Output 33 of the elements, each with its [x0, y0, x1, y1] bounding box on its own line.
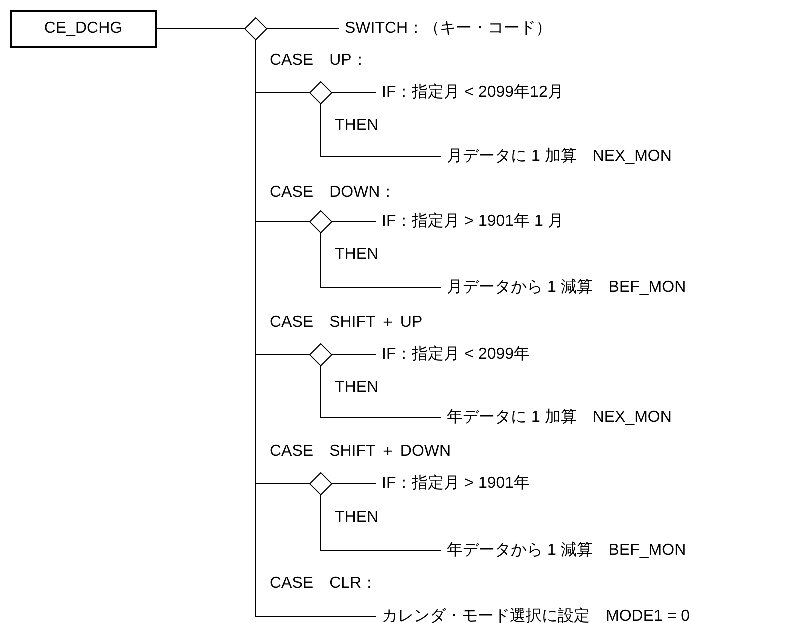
- connector-line: [156, 28, 246, 30]
- connector-line: [320, 366, 442, 418]
- case-label: CASE CLR：: [270, 574, 378, 594]
- module-box: CE_DCHG: [10, 10, 157, 48]
- case-label: CASE SHIFT ＋ UP: [270, 313, 423, 333]
- process-text: IF：指定月 < 2099年: [382, 345, 530, 365]
- process-text: 年データから 1 減算 BEF_MON: [447, 541, 686, 561]
- case-label: CASE UP：: [270, 51, 368, 71]
- decision-diamond: [309, 81, 333, 105]
- connector-line: [320, 232, 442, 288]
- process-text: IF：指定月 < 2099年12月: [382, 83, 564, 103]
- case-label: THEN: [335, 378, 379, 398]
- case-label: THEN: [335, 245, 379, 265]
- process-text: IF：指定月 > 1901年: [382, 474, 530, 494]
- case-label: THEN: [335, 508, 379, 528]
- decision-diamond: [244, 17, 268, 41]
- connector-line: [332, 92, 376, 94]
- process-text: 月データから 1 減算 BEF_MON: [447, 278, 686, 298]
- case-label: CASE DOWN：: [270, 183, 396, 203]
- process-text: 月データに 1 加算 NEX_MON: [447, 147, 672, 167]
- process-text: 年データに 1 加算 NEX_MON: [447, 408, 672, 428]
- decision-diamond: [309, 210, 333, 234]
- connector-line: [320, 494, 442, 552]
- process-text: SWITCH：（キー・コード）: [345, 19, 552, 39]
- decision-diamond: [309, 343, 333, 367]
- process-text: IF：指定月 > 1901年 1 月: [382, 212, 564, 232]
- decision-diamond: [309, 472, 333, 496]
- connector-line: [320, 104, 442, 158]
- case-label: THEN: [335, 116, 379, 136]
- connector-line: [266, 28, 340, 30]
- connector-line: [332, 354, 376, 356]
- case-label: CASE SHIFT ＋ DOWN: [270, 442, 452, 462]
- connector-line: [256, 40, 310, 94]
